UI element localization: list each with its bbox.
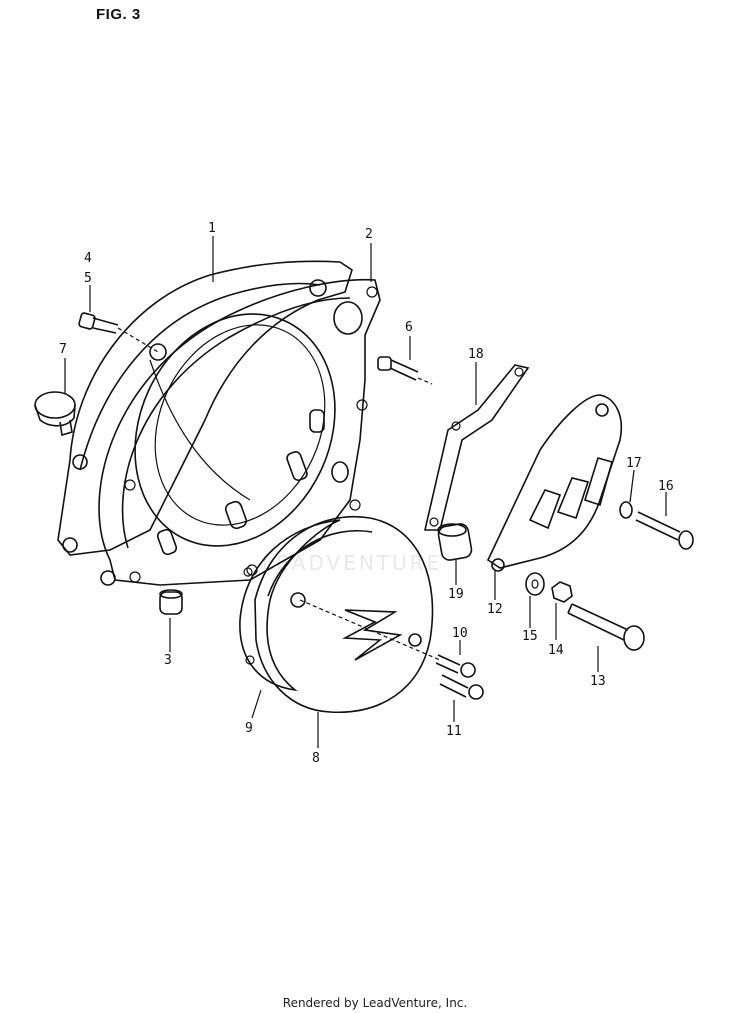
callout-19: 19 <box>448 587 464 602</box>
bolt-part-6[interactable] <box>377 356 433 385</box>
watermark-text: LEADVENTURE <box>262 551 442 575</box>
filler-cap-part-7[interactable] <box>34 391 76 437</box>
screw-part-11[interactable] <box>439 674 484 700</box>
cover-plate-part-12[interactable] <box>486 394 622 572</box>
callout-4: 4 <box>84 251 92 266</box>
callout-6: 6 <box>405 320 413 335</box>
callout-5: 5 <box>84 271 92 286</box>
leader-lines <box>64 236 667 748</box>
callout-1: 1 <box>208 221 216 236</box>
bracket-part-18[interactable] <box>423 364 530 531</box>
callout-3: 3 <box>164 653 172 668</box>
callout-8: 8 <box>312 751 320 766</box>
washer-part-15[interactable] <box>525 572 545 596</box>
callout-15: 15 <box>522 629 538 644</box>
cover-gasket-part-9[interactable] <box>239 519 341 692</box>
figure-title: FIG. 3 <box>96 6 141 23</box>
callout-18: 18 <box>468 347 484 362</box>
callout-2: 2 <box>365 227 373 242</box>
collar-part-19[interactable] <box>437 523 473 562</box>
bolt-part-4-5[interactable] <box>78 312 159 353</box>
bolt-part-13[interactable] <box>567 603 645 651</box>
gasket-part-2[interactable] <box>98 278 381 586</box>
callout-14: 14 <box>548 643 564 658</box>
callout-17: 17 <box>626 456 642 471</box>
screw-part-10[interactable] <box>435 654 476 678</box>
bolt-part-16[interactable] <box>635 511 694 550</box>
callout-7: 7 <box>59 342 67 357</box>
dowel-pin-part-3[interactable] <box>159 589 183 615</box>
callout-labels: 1 2 3 4 5 6 7 8 9 10 11 12 13 14 15 16 1… <box>59 221 674 766</box>
callout-13: 13 <box>590 674 606 689</box>
footer-credit: Rendered by LeadVenture, Inc. <box>282 996 468 1010</box>
callout-11: 11 <box>446 724 462 739</box>
callout-16: 16 <box>658 479 674 494</box>
clutch-cover-part-1[interactable] <box>57 260 372 586</box>
callout-12: 12 <box>487 602 503 617</box>
callout-9: 9 <box>245 721 253 736</box>
outer-cover-part-8[interactable] <box>254 516 441 713</box>
washer-part-17[interactable] <box>619 501 633 519</box>
nut-part-14[interactable] <box>551 581 573 603</box>
callout-10: 10 <box>452 626 468 641</box>
